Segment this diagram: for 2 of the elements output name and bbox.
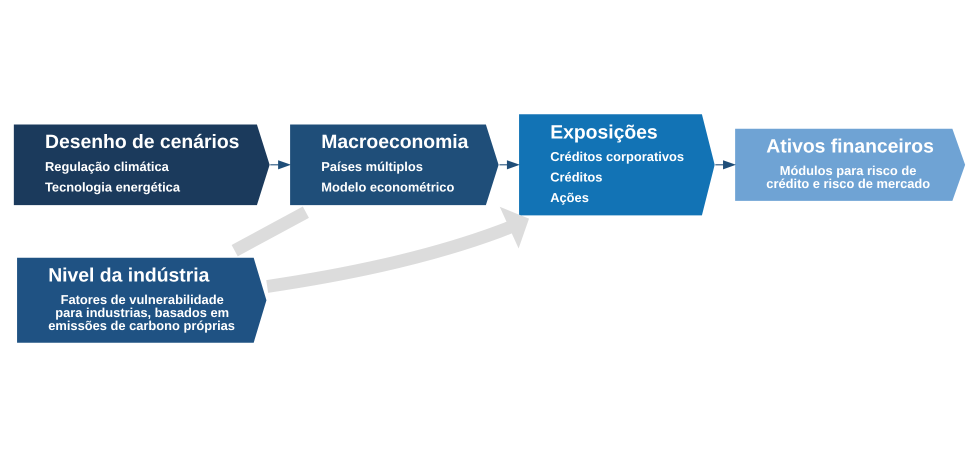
arrow xyxy=(266,206,530,293)
connector xyxy=(232,206,309,256)
